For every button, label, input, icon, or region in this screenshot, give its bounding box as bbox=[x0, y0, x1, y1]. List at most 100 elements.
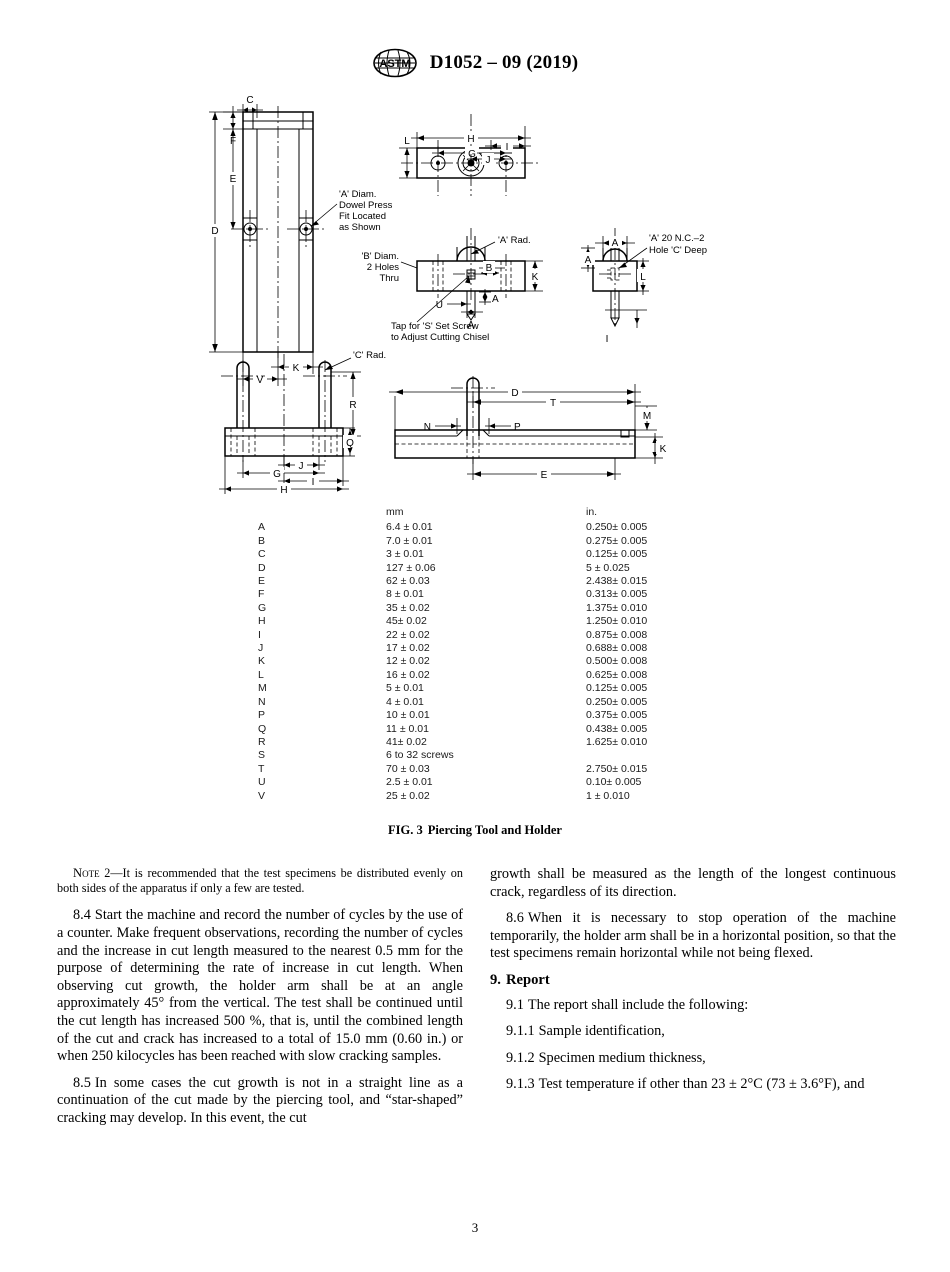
paragraph-8-6-number: 8.6 bbox=[506, 910, 524, 927]
view-lower-right-arm: D T M bbox=[389, 376, 670, 481]
figure-caption-title: Piercing Tool and Holder bbox=[427, 823, 562, 837]
dimension-inch-cell bbox=[586, 749, 698, 762]
paragraph-9-1-1-number: 9.1.1 bbox=[506, 1023, 535, 1040]
dimension-mm-cell: 12 ± 0.02 bbox=[386, 655, 430, 668]
column-header-inch: in. bbox=[586, 506, 598, 518]
svg-text:ASTM: ASTM bbox=[379, 58, 410, 70]
piercing-tool-drawing: C F E D bbox=[208, 96, 707, 496]
dimension-mm-cell: 17 ± 0.02 bbox=[386, 642, 430, 655]
dimension-inch-cell: 0.625± 0.008 bbox=[586, 668, 648, 681]
dimension-inch-cell: 1.375± 0.010 bbox=[586, 601, 648, 614]
dimension-letter-cell: C bbox=[258, 548, 266, 561]
dim-label-L-right: L bbox=[640, 272, 646, 283]
annotation-set-screw-line-1: Tap for 'S' Set Screw bbox=[391, 321, 479, 332]
dimension-mm-cell: 3 ± 0.01 bbox=[386, 548, 424, 561]
dimension-inch-cell: 0.500± 0.008 bbox=[586, 655, 648, 668]
dim-label-N: N bbox=[424, 422, 431, 433]
dim-label-B: B bbox=[486, 263, 493, 274]
document-header: ASTM D1052 – 09 (2019) bbox=[0, 48, 950, 78]
dim-label-V: V bbox=[257, 375, 264, 386]
dim-label-P: P bbox=[514, 422, 521, 433]
dimension-letter-cell: F bbox=[258, 588, 265, 601]
annotation-dowel-line-1: 'A' Diam. bbox=[339, 189, 376, 200]
dim-label-K-mid: K bbox=[532, 272, 539, 283]
dimension-letter-cell: E bbox=[258, 575, 266, 588]
dim-label-E-arm: E bbox=[541, 470, 548, 481]
dim-label-A-mid-v: A bbox=[492, 294, 499, 305]
dim-label-M: M bbox=[643, 411, 651, 422]
section-9-title: Report bbox=[505, 971, 550, 988]
dim-label-K-arm: K bbox=[660, 444, 667, 455]
paragraph-9-1-1-text: Sample identification, bbox=[538, 1023, 665, 1040]
table-row: C 3 ± 0.01 0.125± 0.005 bbox=[258, 548, 698, 561]
dimension-mm-cell: 10 ± 0.01 bbox=[386, 709, 430, 722]
column-header-mm: mm bbox=[386, 506, 404, 518]
dimension-inch-cell: 0.250± 0.005 bbox=[586, 695, 648, 708]
dimension-letter-cell: D bbox=[258, 561, 266, 574]
note-number: 2 bbox=[104, 866, 111, 880]
table-row: K 12 ± 0.02 0.500± 0.008 bbox=[258, 655, 698, 668]
dim-label-G: G bbox=[468, 149, 476, 160]
view-right-end: A A L I bbox=[581, 228, 707, 345]
paragraph-8-6-text: When it is necessary to stop operation o… bbox=[490, 910, 896, 962]
dimension-mm-cell: 11 ± 0.01 bbox=[386, 722, 429, 735]
column-header-letter bbox=[258, 506, 386, 521]
dimension-inch-cell: 0.10± 0.005 bbox=[586, 776, 642, 789]
figure-3-drawings: C F E D bbox=[0, 96, 950, 496]
paragraph-9-1-3-number: 9.1.3 bbox=[506, 1076, 535, 1093]
dimension-inch-cell: 0.438± 0.005 bbox=[586, 722, 648, 735]
page-number: 3 bbox=[471, 1220, 479, 1235]
dimension-mm-cell: 7.0 ± 0.01 bbox=[386, 534, 433, 547]
figure-caption: FIG. 3 Piercing Tool and Holder bbox=[0, 823, 950, 838]
dimension-inch-cell: 1.250± 0.010 bbox=[586, 615, 648, 628]
note-text: —It is recommended that the test specime… bbox=[57, 866, 463, 896]
dimension-inch-cell: 0.275± 0.005 bbox=[586, 534, 648, 547]
right-text-column: growth shall be measured as the length o… bbox=[490, 866, 896, 1128]
dim-label-A-right-v: A bbox=[585, 255, 592, 266]
annotation-nc-line-1: 'A' 20 N.C.–2 bbox=[649, 233, 704, 244]
paragraph-8-4-text: Start the machine and record the number … bbox=[57, 907, 463, 1065]
left-text-column: Note 2—It is recommended that the test s… bbox=[57, 866, 463, 1128]
figure-caption-label: FIG. 3 bbox=[388, 823, 423, 837]
dimension-inch-cell: 0.125± 0.005 bbox=[586, 682, 648, 695]
dimension-table-header-row: mm in. bbox=[258, 506, 698, 521]
dim-label-K: K bbox=[293, 363, 300, 374]
dim-label-G-lower: G bbox=[273, 469, 281, 480]
dimension-letter-cell: N bbox=[258, 695, 266, 708]
dimension-letter-cell: R bbox=[258, 735, 266, 748]
paragraph-8-4-number: 8.4 bbox=[73, 907, 91, 924]
dimension-inch-cell: 0.125± 0.005 bbox=[586, 548, 648, 561]
section-heading-9: 9.Report bbox=[490, 972, 896, 990]
paragraph-9-1-text: The report shall include the following: bbox=[527, 996, 749, 1013]
dimension-letter-cell: J bbox=[258, 642, 264, 655]
note-2-paragraph: Note 2—It is recommended that the test s… bbox=[57, 866, 463, 896]
dimension-inch-cell: 0.313± 0.005 bbox=[586, 588, 648, 601]
dim-label-H-lower: H bbox=[280, 485, 287, 496]
paragraph-9-1-3-text: Test temperature if other than 23 ± 2°C … bbox=[538, 1076, 865, 1093]
dim-label-H: H bbox=[467, 134, 474, 145]
dimension-letter-cell: T bbox=[258, 762, 265, 775]
annotation-c-rad: 'C' Rad. bbox=[353, 350, 386, 361]
dim-label-L-plan: L bbox=[404, 136, 410, 147]
dimension-letter-cell: V bbox=[258, 789, 266, 802]
dimension-mm-cell: 4 ± 0.01 bbox=[386, 695, 424, 708]
dimension-letter-cell: I bbox=[258, 628, 261, 641]
annotation-dowel-line-2: Dowel Press bbox=[339, 200, 393, 211]
dimension-letter-cell: K bbox=[258, 655, 266, 668]
annotation-b-diam-line-3: Thru bbox=[379, 273, 399, 284]
paragraph-9-1-2-number: 9.1.2 bbox=[506, 1049, 535, 1066]
